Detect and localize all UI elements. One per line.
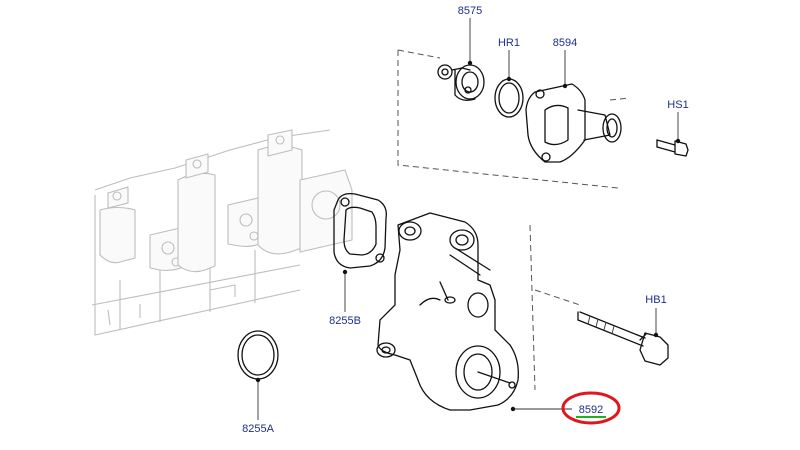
callout-8575[interactable]: 8575 <box>458 5 482 17</box>
callout-8255B[interactable]: 8255B <box>329 315 361 327</box>
bolt-part-HS1 <box>656 112 689 157</box>
assembly-guide-lines <box>397 49 631 391</box>
bolt-part-HB1 <box>577 308 669 366</box>
o-ring-part-HR1 <box>494 50 524 118</box>
callout-8592[interactable]: 8592 <box>579 404 603 416</box>
housing-cover-part-8594 <box>525 50 622 163</box>
callout-HB1[interactable]: HB1 <box>645 294 666 306</box>
callout-HR1[interactable]: HR1 <box>498 37 520 49</box>
callout-8255A[interactable]: 8255A <box>242 423 274 435</box>
callout-labels: 8575 HR1 8594 HS1 HB1 8255B 8255A 8592 <box>242 5 689 435</box>
cylinder-head-ghost <box>91 129 353 336</box>
o-ring-part-8255A <box>237 330 279 420</box>
thermostat-part-8575 <box>437 18 485 101</box>
highlight-8592 <box>561 391 621 425</box>
callout-8594[interactable]: 8594 <box>553 37 577 49</box>
outlet-housing-part-8592 <box>376 212 572 412</box>
red-highlight-ring <box>561 391 621 425</box>
callout-HS1[interactable]: HS1 <box>667 99 688 111</box>
gasket-part-8255B <box>333 192 387 312</box>
